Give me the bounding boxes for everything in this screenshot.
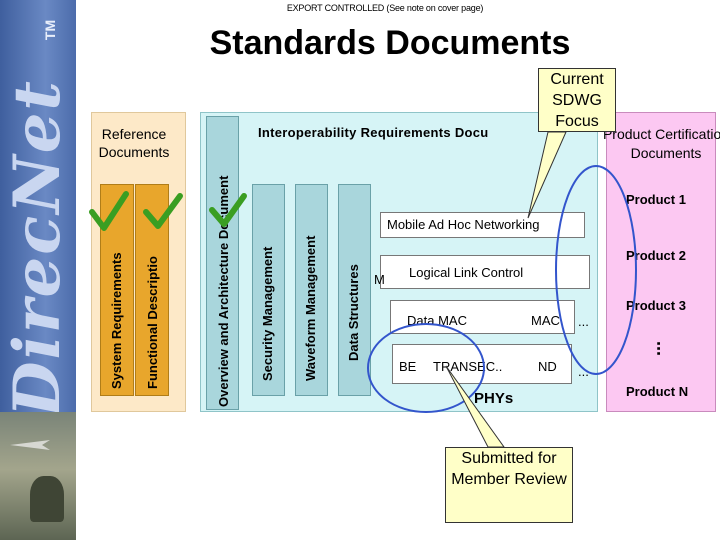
mac-phy-ellipse <box>367 323 485 413</box>
interoperability-label: Interoperability Requirements Docu <box>258 125 489 140</box>
sdwg-callout-pointer <box>527 131 567 219</box>
llc-prefix: M <box>374 272 385 287</box>
llc-label: Logical Link Control <box>409 265 524 280</box>
check-icon <box>89 191 129 231</box>
data-structures-column: Data Structures <box>338 184 371 396</box>
llc-layer-box: M Logical Link Control <box>374 255 590 289</box>
check-icon <box>143 193 183 229</box>
jet-image <box>10 440 50 450</box>
product-2-label: Product 2 <box>626 248 686 263</box>
soldier-image <box>30 476 64 522</box>
sdwg-focus-callout: Current SDWG Focus <box>538 68 616 132</box>
phy-layer-box: BE TRANSEC.. ND <box>392 344 572 384</box>
phy-ellipsis: ... <box>578 364 589 379</box>
mac-layer-box: Data MAC MAC <box>390 300 575 334</box>
overview-architecture-column: Overview and Architecture Document <box>206 116 239 410</box>
product-line-ellipse <box>555 165 637 375</box>
page-title: Standards Documents <box>209 24 571 62</box>
check-icon <box>209 193 247 227</box>
reference-label: Reference Documents <box>98 126 170 160</box>
product-1-label: Product 1 <box>626 192 686 207</box>
product-3-label: Product 3 <box>626 298 686 313</box>
export-control-note: EXPORT CONTROLLED (See note on cover pag… <box>286 3 484 13</box>
security-management-column: Security Management <box>252 184 285 396</box>
nd-label: ND <box>538 359 557 374</box>
be-label: BE <box>399 359 417 374</box>
product-n-label: Product N <box>626 384 689 399</box>
product-certification-label: Product Certification Documents <box>602 126 720 161</box>
waveform-management-column: Waveform Management <box>295 184 328 396</box>
transec-label: TRANSEC.. <box>433 359 503 374</box>
brand-banner: DirecNet TM <box>0 0 76 540</box>
phys-label: PHYs <box>474 390 514 407</box>
member-review-callout: Submitted for Member Review <box>445 447 573 523</box>
manet-label: Mobile Ad Hoc Networking <box>387 217 540 232</box>
mac-label: MAC <box>531 313 560 328</box>
mac-ellipsis: ... <box>578 314 589 329</box>
product-panel <box>606 112 716 412</box>
system-requirements-column: System Requirements <box>100 184 134 396</box>
manet-layer-box: Mobile Ad Hoc Networking <box>380 212 585 238</box>
